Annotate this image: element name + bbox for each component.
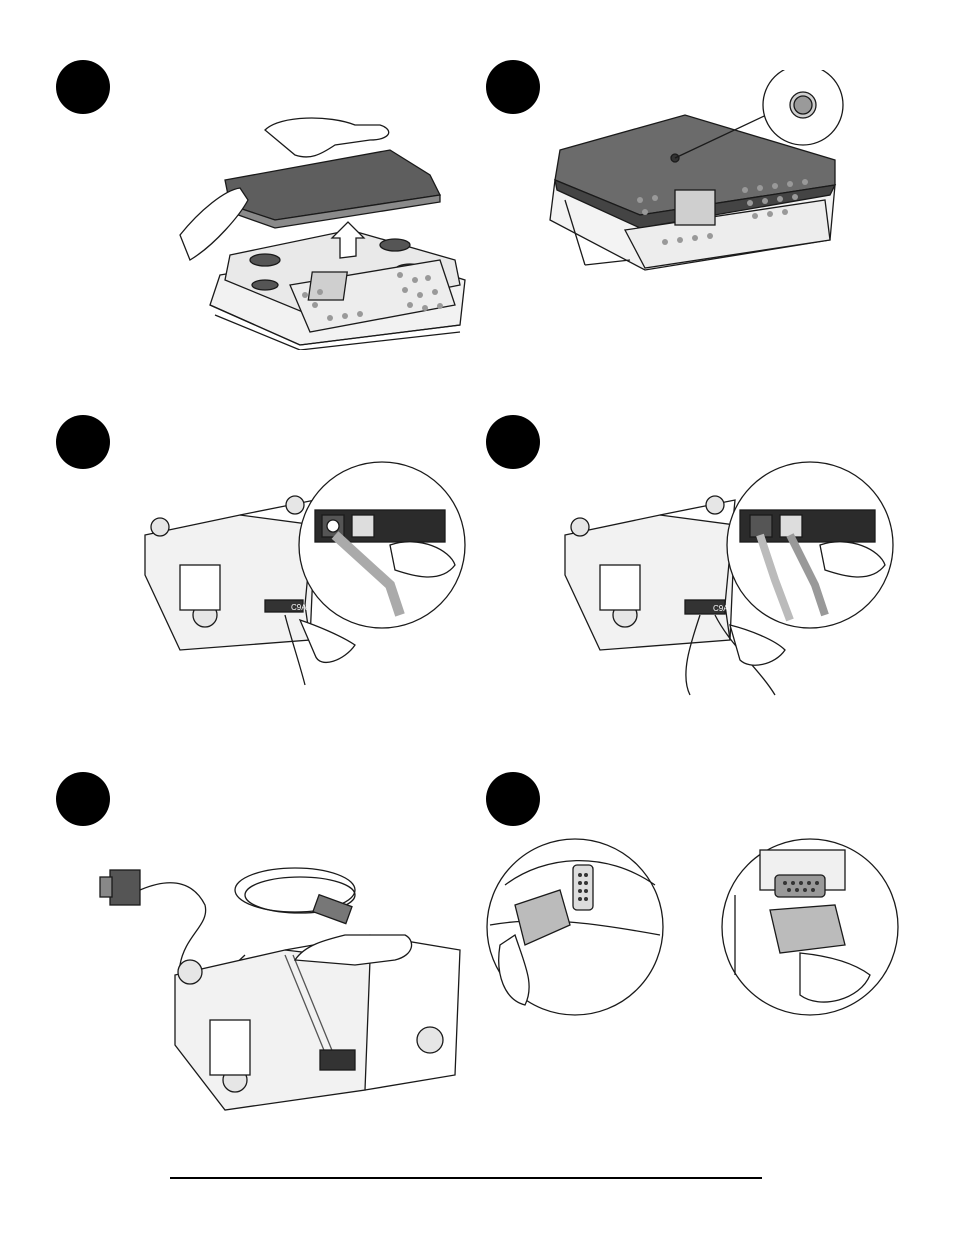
illustration-step-2 (545, 70, 850, 275)
step-badge-2 (486, 60, 540, 114)
step-badge-5 (56, 772, 110, 826)
port-label: C9A (713, 604, 729, 613)
illustration-step-5 (95, 855, 470, 1115)
step-badge-4 (486, 415, 540, 469)
step-badge-6 (486, 772, 540, 826)
port-label: C9A (291, 603, 307, 612)
illustration-step-3: C9A (140, 455, 475, 690)
step-badge-3 (56, 415, 110, 469)
illustration-step-4: C9A (560, 455, 900, 700)
illustration-step-1 (170, 110, 470, 350)
illustration-step-6-right (720, 835, 900, 1020)
illustration-step-6-left (485, 835, 665, 1020)
step-badge-1 (56, 60, 110, 114)
footer-rule (170, 1177, 762, 1179)
